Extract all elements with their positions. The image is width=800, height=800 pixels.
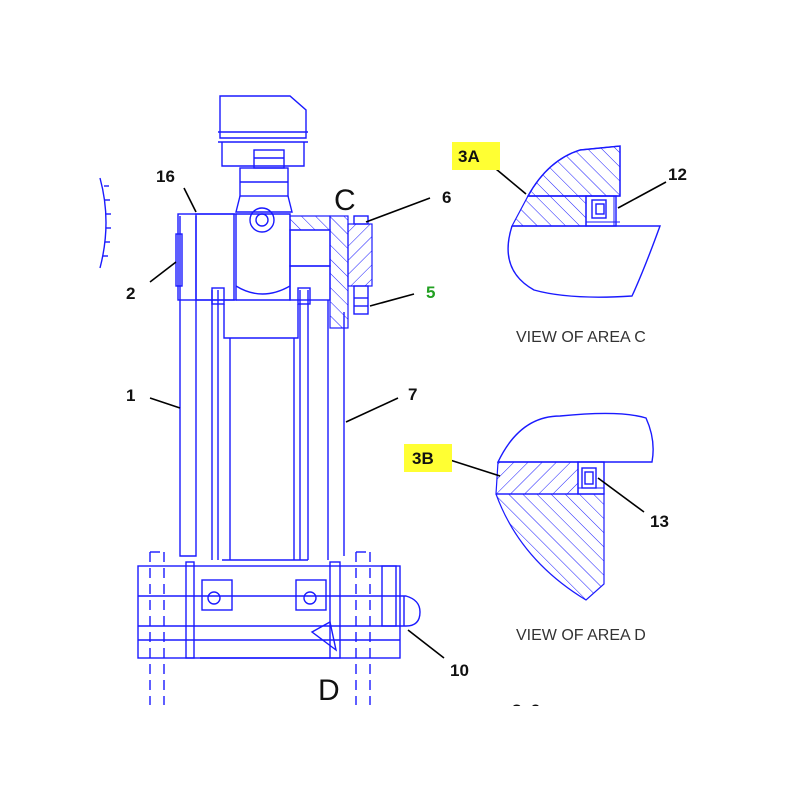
callout-6: 6: [442, 188, 451, 207]
caption-view-area-c: VIEW OF AREA C: [516, 329, 646, 346]
head-block: [175, 207, 291, 301]
caption-view-area-d: VIEW OF AREA D: [516, 627, 646, 644]
neck: [235, 167, 293, 213]
callout-5: 5: [426, 283, 435, 302]
callout-2: 2: [126, 284, 135, 303]
bottom-clevis: [137, 551, 421, 705]
area-letter-c: C: [334, 184, 356, 217]
area-c-bracket: [289, 215, 373, 329]
callout-13: 13: [650, 512, 669, 531]
detail-view-area-d: [495, 412, 654, 601]
callout-12: 12: [668, 165, 687, 184]
callout-labels: 16 2 1 6 5 7 10 3A 12 3B 13 8, 9: [126, 147, 687, 720]
detail-view-area-c: [507, 145, 661, 298]
callout-3a-highlight: [452, 142, 500, 170]
cylinder-body: [179, 216, 345, 561]
callout-7: 7: [408, 385, 417, 404]
callout-3b-highlight: [404, 444, 452, 472]
callout-3b: 3B: [412, 449, 434, 468]
leader-lines: [149, 163, 667, 659]
cylinder-assembly: [99, 95, 421, 705]
bottom-crop: [0, 706, 800, 800]
callout-3a: 3A: [458, 147, 480, 166]
callout-1: 1: [126, 386, 135, 405]
area-letter-d: D: [318, 674, 340, 707]
left-arc-edge: [99, 177, 107, 269]
top-cap: [218, 95, 308, 169]
callout-10: 10: [450, 661, 469, 680]
callout-16: 16: [156, 167, 175, 186]
